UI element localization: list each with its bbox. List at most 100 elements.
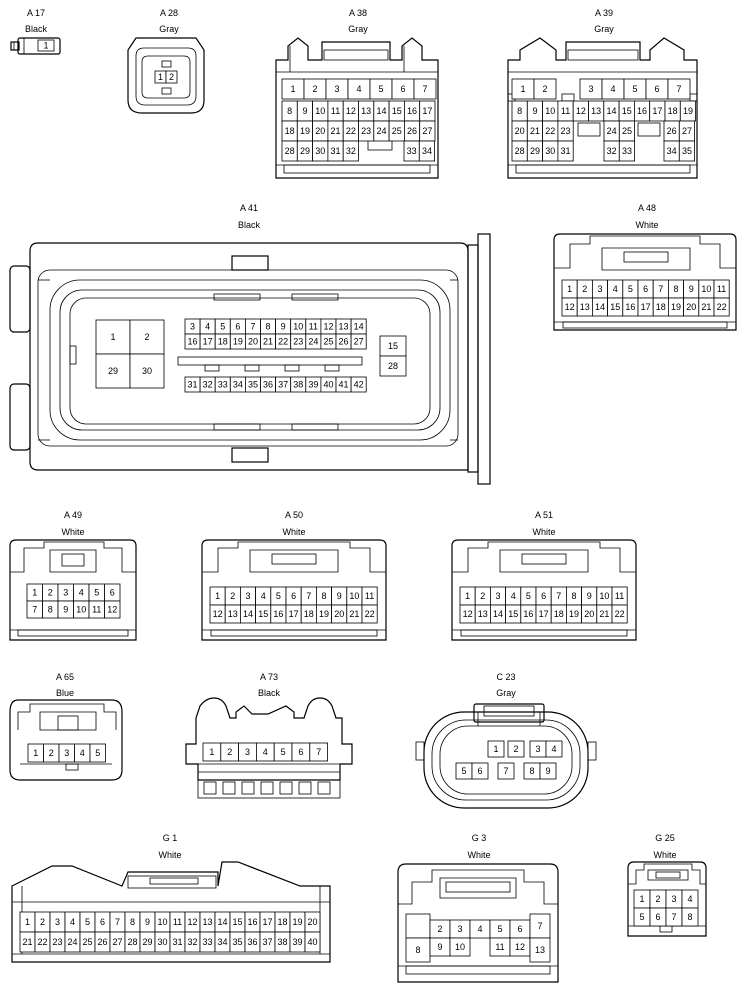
pin-28: 28 xyxy=(511,140,528,162)
pin-20: 20 xyxy=(683,297,700,317)
pin-14: 14 xyxy=(239,604,256,624)
pin-17: 17 xyxy=(259,911,276,933)
pin-6: 6 xyxy=(535,586,552,606)
pin-number: 1 xyxy=(520,84,525,94)
pin-22: 22 xyxy=(361,604,378,624)
pin-number: 35 xyxy=(682,146,692,156)
pin-31: 31 xyxy=(557,140,574,162)
pin-number: 29 xyxy=(142,937,152,947)
pin-number: 30 xyxy=(142,366,152,376)
pin-number: 7 xyxy=(32,605,37,615)
connector-id-a39: A 39 xyxy=(594,8,614,18)
pin-13: 13 xyxy=(474,604,491,624)
pin-number: 6 xyxy=(655,912,660,922)
pin-3: 3 xyxy=(529,740,547,758)
pin-4: 4 xyxy=(607,279,624,299)
pin-5: 5 xyxy=(214,318,231,335)
pin-number: 15 xyxy=(258,609,268,619)
pin-number: 16 xyxy=(637,106,647,116)
pin-16: 16 xyxy=(270,604,287,624)
pin-number: 28 xyxy=(388,361,398,371)
pin-number: 1 xyxy=(215,591,220,601)
pin-number: 20 xyxy=(307,917,317,927)
pin-number: 2 xyxy=(48,588,53,598)
pin-27: 27 xyxy=(350,333,367,350)
pin-6: 6 xyxy=(391,78,415,100)
pin-20: 20 xyxy=(331,604,348,624)
pin-32: 32 xyxy=(342,140,359,162)
pin-number: 20 xyxy=(584,609,594,619)
pin-number: 4 xyxy=(511,591,516,601)
pin-14: 14 xyxy=(214,911,231,933)
pin-9: 9 xyxy=(275,318,292,335)
pin-number: 3 xyxy=(495,591,500,601)
pin-8: 8 xyxy=(523,762,541,780)
pin-23: 23 xyxy=(557,120,574,142)
pin-number: 4 xyxy=(610,84,615,94)
pin-number: 15 xyxy=(622,106,632,116)
pin-11: 11 xyxy=(557,100,574,122)
pin-number: 3 xyxy=(457,924,462,934)
pin-1: 1 xyxy=(459,586,476,606)
pin-11: 11 xyxy=(305,318,322,335)
pin-3: 3 xyxy=(592,279,609,299)
pin-number: 17 xyxy=(539,609,549,619)
pin-number: 13 xyxy=(202,917,212,927)
pin-31: 31 xyxy=(327,140,344,162)
pin-number: 25 xyxy=(392,126,402,136)
pin-number: 2 xyxy=(513,744,518,754)
pin-number: 40 xyxy=(323,380,333,390)
pin-30: 30 xyxy=(154,931,171,953)
pin-22: 22 xyxy=(611,604,628,624)
pin-number: 19 xyxy=(233,337,243,347)
pin-number: 26 xyxy=(339,337,349,347)
pin-23: 23 xyxy=(358,120,375,142)
pin-30: 30 xyxy=(129,353,165,389)
pin-number: 8 xyxy=(529,766,534,776)
pin-4: 4 xyxy=(255,742,275,762)
pin-10: 10 xyxy=(698,279,715,299)
pin-number: 18 xyxy=(304,609,314,619)
pin-12: 12 xyxy=(320,318,337,335)
pin-8: 8 xyxy=(511,100,528,122)
pin-number: 29 xyxy=(530,146,540,156)
pin-7: 7 xyxy=(550,586,567,606)
pin-number: 14 xyxy=(493,609,503,619)
pin-4: 4 xyxy=(64,911,81,933)
pin-number: 23 xyxy=(561,126,571,136)
pin-number: 9 xyxy=(545,766,550,776)
pin-number: 7 xyxy=(503,766,508,776)
pin-number: 1 xyxy=(110,332,115,342)
pin-number: 30 xyxy=(315,146,325,156)
pin-number: 15 xyxy=(508,609,518,619)
pin-number: 9 xyxy=(689,284,694,294)
pin-number: 17 xyxy=(652,106,662,116)
pin-18: 18 xyxy=(300,604,317,624)
pin-1: 1 xyxy=(561,279,578,299)
pin-9: 9 xyxy=(429,937,451,957)
pin-number: 17 xyxy=(422,106,432,116)
pin-number: 19 xyxy=(292,917,302,927)
pin-26: 26 xyxy=(94,931,111,953)
pin-10: 10 xyxy=(73,600,90,619)
pin-18: 18 xyxy=(664,100,681,122)
pin-3: 3 xyxy=(665,889,683,909)
pin-number: 14 xyxy=(595,302,605,312)
pin-number: 5 xyxy=(276,591,281,601)
pin-number: 19 xyxy=(671,302,681,312)
pin-number: 25 xyxy=(622,126,632,136)
connector-a17: 1 xyxy=(10,37,61,55)
connector-id-a28: A 28 xyxy=(159,8,179,18)
pin-20: 20 xyxy=(312,120,329,142)
pin-2: 2 xyxy=(224,586,241,606)
pin-10: 10 xyxy=(596,586,613,606)
pin-number: 41 xyxy=(339,380,349,390)
pin-6: 6 xyxy=(94,911,111,933)
pin-number: 4 xyxy=(261,591,266,601)
pin-number: 19 xyxy=(300,126,310,136)
pin-12: 12 xyxy=(104,600,121,619)
pin-9: 9 xyxy=(139,911,156,933)
